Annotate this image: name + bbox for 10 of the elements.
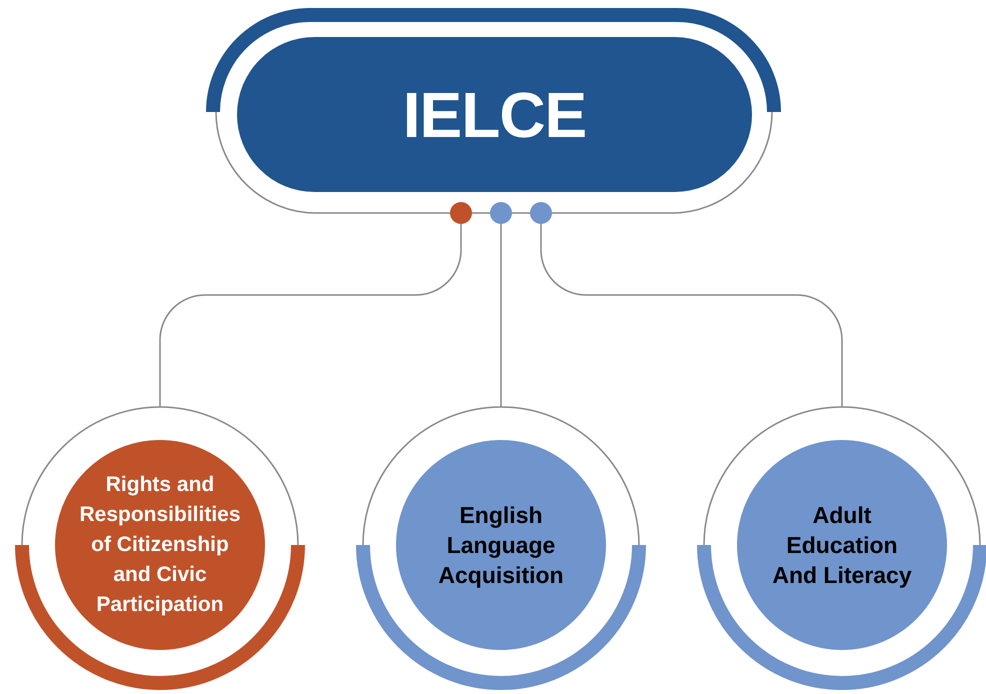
title-text: IELCE [402, 78, 586, 152]
connector-dot [450, 202, 472, 224]
topic-label: Rights and Responsibilities of Citizenship and Civic Participation [78, 472, 242, 618]
topic-label: Adult Education And Literacy [771, 501, 913, 590]
connector-line [159, 224, 462, 407]
topic-label: English Language Acquisition [437, 501, 565, 590]
connector-dot [530, 202, 552, 224]
connector-line [500, 224, 502, 407]
connector-line [540, 224, 843, 407]
connector-dot [490, 202, 512, 224]
